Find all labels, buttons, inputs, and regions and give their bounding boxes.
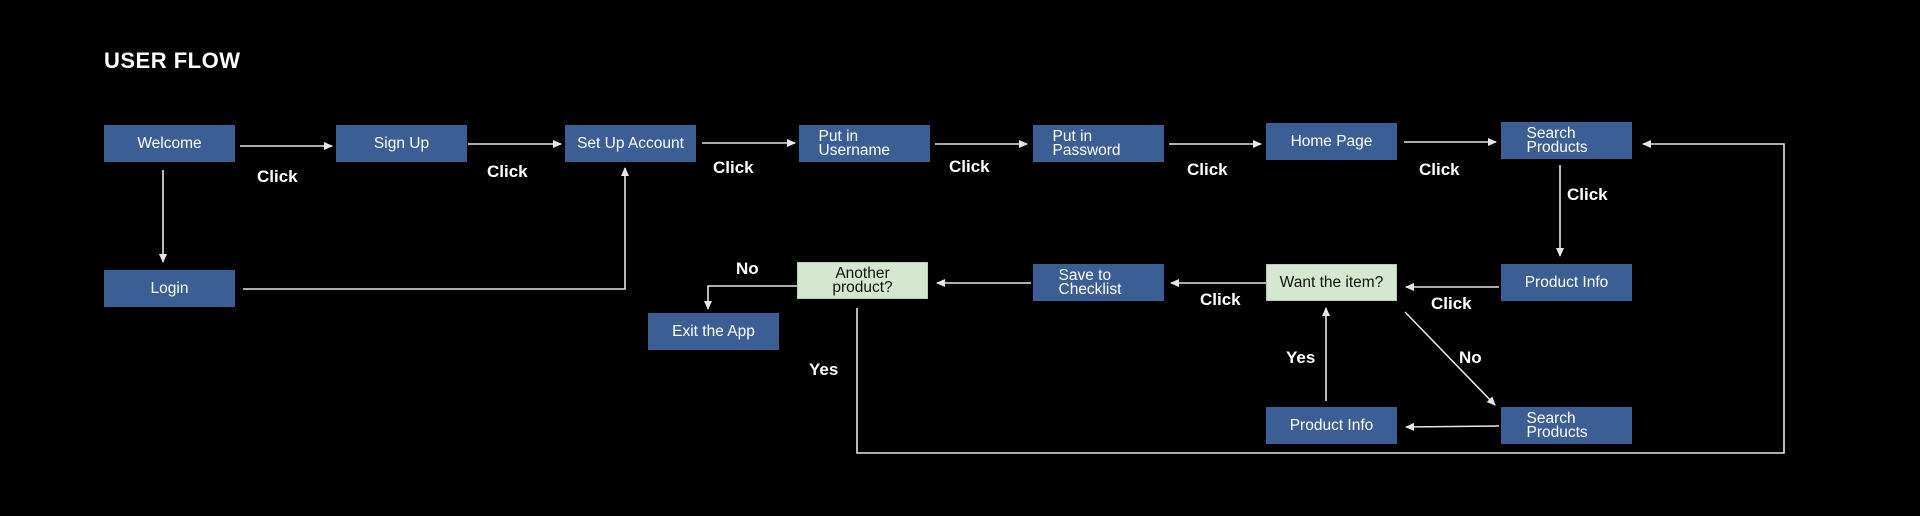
node-search-products-top: Search Products	[1501, 122, 1632, 159]
edge-label-no: No	[736, 259, 759, 278]
arrow-login-setup	[243, 167, 629, 290]
arrow-another-loop-search	[856, 140, 1785, 454]
edge-label-click: Click	[257, 167, 298, 186]
edge-label-click: Click	[1200, 290, 1241, 309]
arrow-another-exit	[704, 285, 797, 310]
edge-label-click: Click	[1187, 160, 1228, 179]
node-want-the-item: Want the item?	[1266, 264, 1397, 301]
node-sign-up: Sign Up	[336, 125, 467, 162]
node-put-in-password: Put in Password	[1033, 125, 1164, 162]
edge-label-click: Click	[487, 162, 528, 181]
node-product-info-bottom: Product Info	[1266, 407, 1397, 444]
edge-label-click: Click	[1431, 294, 1472, 313]
node-home-page: Home Page	[1266, 123, 1397, 160]
edge-label-click: Click	[713, 158, 754, 177]
node-put-in-username: Put in Username	[799, 125, 930, 162]
arrow-want-searchbottom	[1404, 311, 1496, 406]
node-welcome: Welcome	[104, 125, 235, 162]
node-save-to-checklist: Save to Checklist	[1033, 264, 1164, 301]
edge-label-yes: Yes	[809, 360, 839, 379]
node-exit-the-app: Exit the App	[648, 313, 779, 350]
node-search-products-bottom: Search Products	[1501, 407, 1632, 444]
page-title: USER FLOW	[104, 48, 241, 73]
arrow-searchbottom-productinfo	[1405, 422, 1500, 431]
node-login: Login	[104, 270, 235, 307]
edge-label-click: Click	[949, 157, 990, 176]
node-set-up-account: Set Up Account	[565, 125, 696, 162]
node-product-info-right: Product Info	[1501, 264, 1632, 301]
node-another-product: Another product?	[797, 262, 928, 299]
edge-label-yes: Yes	[1286, 348, 1316, 367]
edge-label-click: Click	[1567, 185, 1608, 204]
edge-label-no: No	[1459, 348, 1482, 367]
edge-label-click: Click	[1419, 160, 1460, 179]
